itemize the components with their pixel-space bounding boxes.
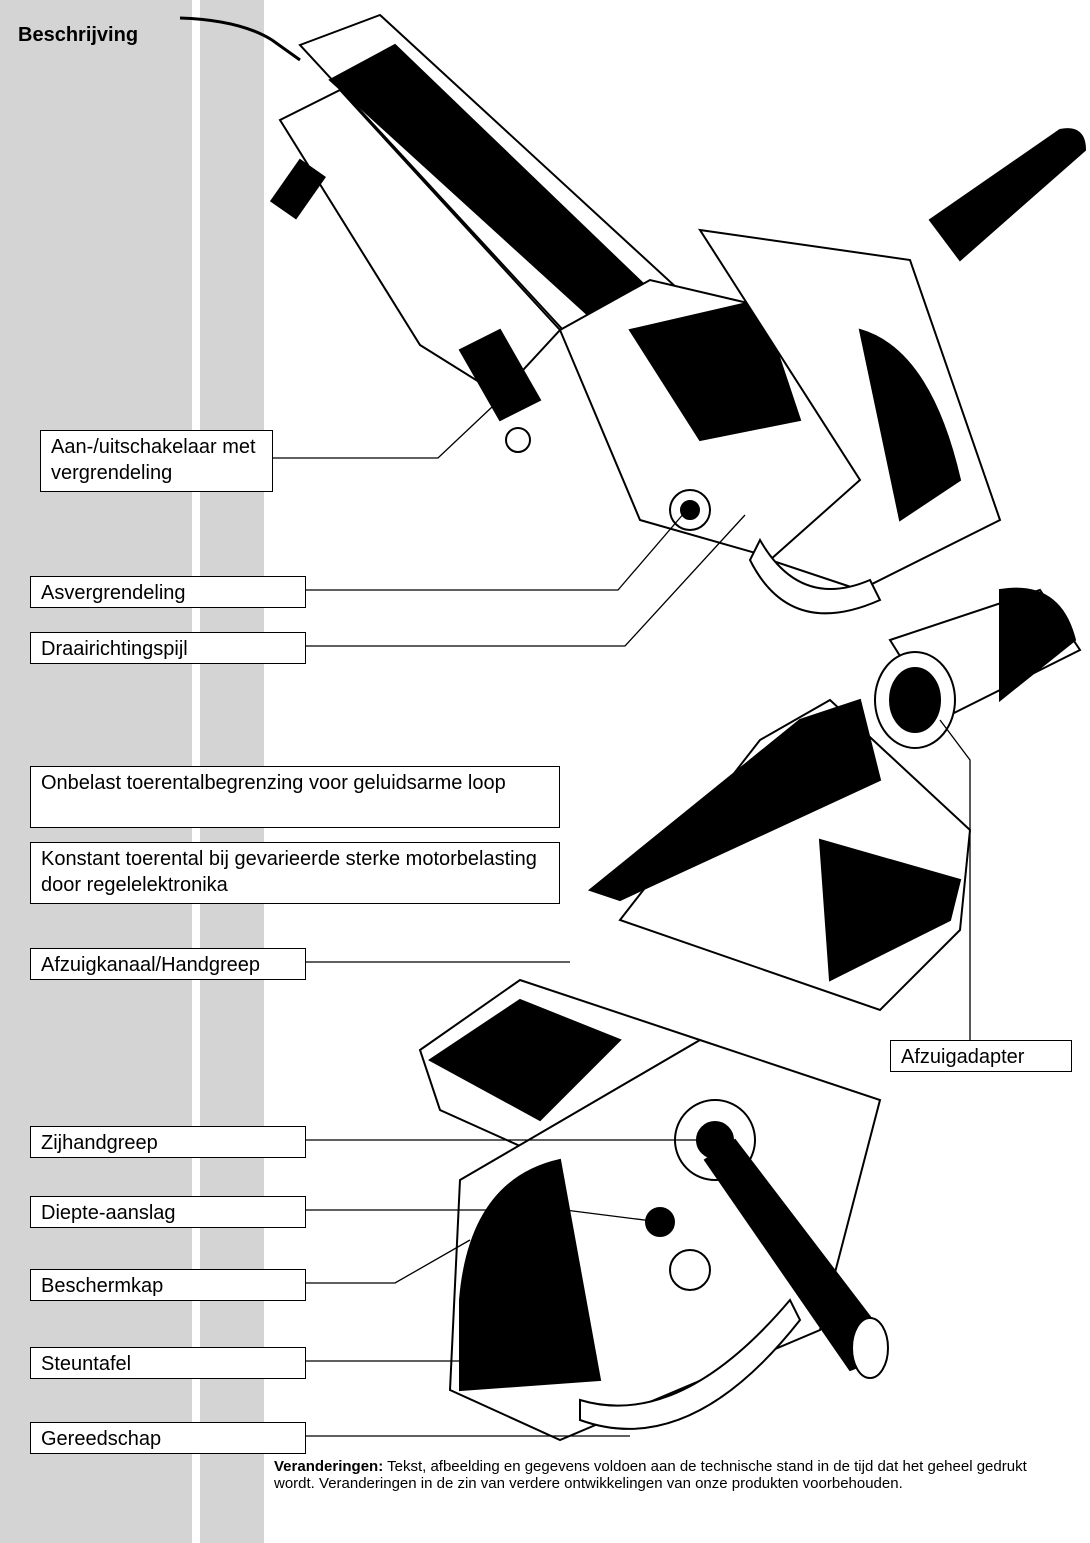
label-constant-speed: Konstant toerental bij gevarieerde sterk… xyxy=(30,842,560,904)
label-tool: Gereedschap xyxy=(30,1422,306,1454)
label-idle-speed: Onbelast toerentalbegrenzing voor geluid… xyxy=(30,766,560,828)
footnote: Veranderingen: Tekst, afbeelding en gege… xyxy=(274,1458,1064,1492)
label-guard: Beschermkap xyxy=(30,1269,306,1301)
label-base-plate: Steuntafel xyxy=(30,1347,306,1379)
label-extraction-channel: Afzuigkanaal/Handgreep xyxy=(30,948,306,980)
label-rotation-arrow: Draairichtingspijl xyxy=(30,632,306,664)
label-extraction-adapter: Afzuigadapter xyxy=(890,1040,1072,1072)
label-side-handle: Zijhandgreep xyxy=(30,1126,306,1158)
footnote-text: Tekst, afbeelding en gegevens voldoen aa… xyxy=(274,1458,1027,1492)
section-title: Beschrijving xyxy=(18,24,139,46)
label-switch: Aan-/uitschakelaar met vergrendeling xyxy=(40,430,273,492)
label-depth-stop: Diepte-aanslag xyxy=(30,1196,306,1228)
footnote-heading: Veranderingen: xyxy=(274,1458,384,1475)
label-shaft-lock: Asvergrendeling xyxy=(30,576,306,608)
